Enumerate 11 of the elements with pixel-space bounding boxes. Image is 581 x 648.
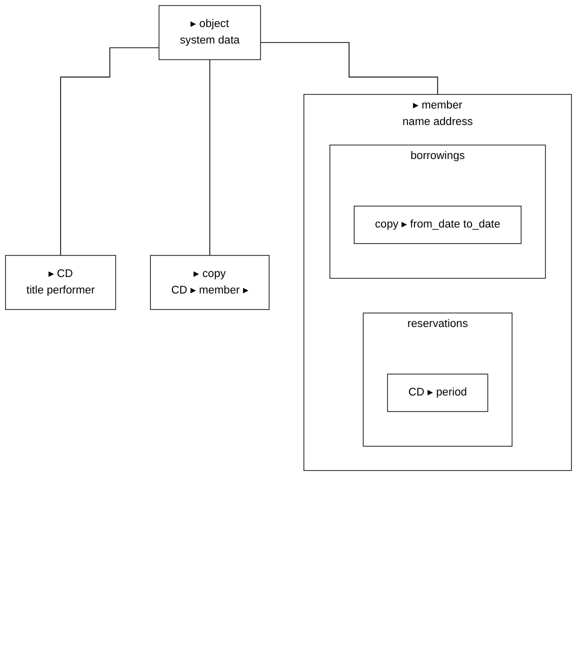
connector (209, 59, 210, 256)
cluster (330, 144, 546, 279)
node-box (5, 255, 116, 310)
connector (60, 47, 160, 256)
node-box (158, 5, 261, 60)
node-box (387, 374, 488, 412)
node-box (354, 206, 522, 244)
node-box (150, 255, 270, 310)
connector (260, 42, 438, 95)
cluster (304, 94, 572, 471)
cluster (362, 312, 512, 447)
